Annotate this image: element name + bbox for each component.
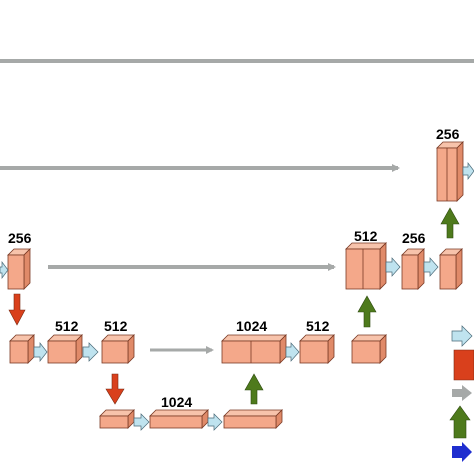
label-1024-mid: 1024 [236, 318, 267, 334]
block-enc2-b [47, 334, 83, 364]
down-arrow-2 [105, 373, 125, 405]
legend-red-down-arrow-icon [453, 349, 474, 381]
label-256-top: 256 [436, 126, 460, 142]
size-labels: 256 512 512 1024 1024 512 512 256 256 [8, 126, 460, 410]
block-dec-1024 [221, 334, 287, 364]
flow-arrows [0, 161, 474, 431]
flow-arrow-2 [82, 342, 99, 362]
label-1024-bottom: 1024 [161, 394, 192, 410]
flow-arrow-7 [423, 257, 439, 277]
down-arrow-1 [8, 293, 26, 326]
label-256-right: 256 [402, 230, 426, 246]
block-dec-512-tall [345, 242, 387, 290]
block-dec-512-a [299, 334, 335, 364]
up-arrow-1 [244, 373, 264, 405]
label-512-b: 512 [104, 318, 128, 334]
block-dec-256-tall [436, 141, 464, 202]
flow-arrow-1 [33, 341, 48, 363]
feature-blocks [7, 141, 464, 429]
label-512-c: 512 [306, 318, 330, 334]
block-dec-256-a [401, 248, 425, 290]
legend-blue-arrow-icon [452, 442, 472, 462]
block-enc2-c [101, 334, 135, 364]
flow-arrow-5 [285, 342, 300, 362]
flow-arrow-4 [207, 413, 223, 431]
up-arrow-3 [440, 207, 460, 239]
block-enc2-a [9, 334, 35, 364]
flow-arrow-out [462, 161, 474, 181]
block-bottom-a [99, 409, 135, 429]
block-bottom-c [223, 409, 283, 429]
block-bottom-b [149, 409, 209, 429]
legend-green-up-arrow-icon [449, 405, 471, 439]
label-512-a: 512 [55, 318, 79, 334]
block-dec-256-b [439, 248, 463, 290]
flow-arrow-in [0, 260, 9, 280]
block-enc1 [7, 248, 31, 290]
label-256-left: 256 [8, 230, 32, 246]
legend-light-blue-arrow-icon [451, 325, 473, 347]
skip-connections [0, 59, 474, 354]
flow-arrow-6 [385, 257, 401, 277]
block-dec-512-b [351, 334, 387, 364]
up-arrow-2 [357, 295, 377, 328]
legend [449, 325, 474, 462]
legend-gray-arrow-icon [452, 385, 472, 401]
flow-arrow-3 [133, 413, 150, 431]
label-512-d: 512 [354, 228, 378, 244]
